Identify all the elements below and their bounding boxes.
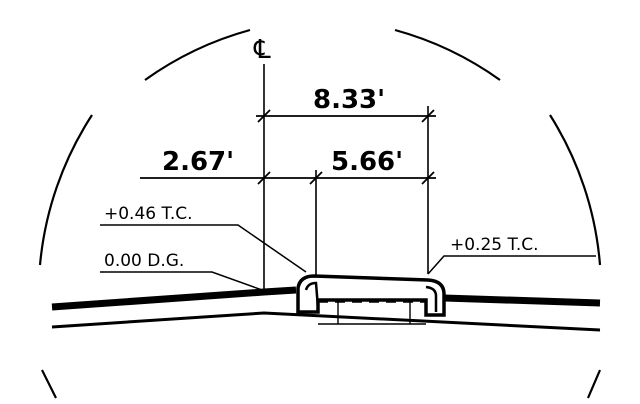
leader-top-of-curb-right bbox=[427, 255, 596, 275]
dim-tick bbox=[257, 171, 271, 185]
dimension-lines bbox=[140, 109, 436, 185]
callout-top-of-curb-right: +0.25 T.C. bbox=[450, 235, 539, 255]
subgrade-line bbox=[51, 311, 601, 332]
callout-top-of-curb-left: +0.46 T.C. bbox=[104, 204, 193, 224]
leader-top-of-curb-left bbox=[100, 224, 307, 273]
boundary-arc-right bbox=[549, 114, 602, 266]
dim-right-label: 5.66' bbox=[331, 147, 403, 177]
raised-median-curb bbox=[296, 274, 446, 325]
dim-overall-label: 8.33' bbox=[313, 85, 385, 115]
detail-boundary-circle bbox=[38, 28, 602, 399]
boundary-arc-bottom-left bbox=[41, 369, 57, 399]
curb-inner-left bbox=[304, 281, 320, 309]
pavement bbox=[51, 286, 601, 332]
curb-outline bbox=[296, 274, 446, 317]
dim-tick bbox=[421, 109, 435, 123]
curb-inner-right bbox=[425, 285, 438, 312]
pavement-surface-left bbox=[51, 286, 297, 311]
callout-leaders bbox=[100, 224, 596, 291]
callout-design-grade: 0.00 D.G. bbox=[104, 251, 184, 271]
centerline-symbol: ℄ bbox=[253, 35, 271, 65]
boundary-arc-bottom-right bbox=[586, 369, 602, 399]
leader-design-grade bbox=[100, 271, 263, 291]
dim-tick bbox=[309, 171, 323, 185]
boundary-arc-top-left bbox=[144, 28, 251, 81]
dim-tick bbox=[257, 109, 271, 123]
dim-tick bbox=[421, 171, 435, 185]
boundary-arc-left bbox=[38, 114, 93, 266]
boundary-arc-top-right bbox=[394, 28, 501, 81]
pavement-surface-right bbox=[443, 294, 601, 307]
dim-left-label: 2.67' bbox=[162, 147, 234, 177]
